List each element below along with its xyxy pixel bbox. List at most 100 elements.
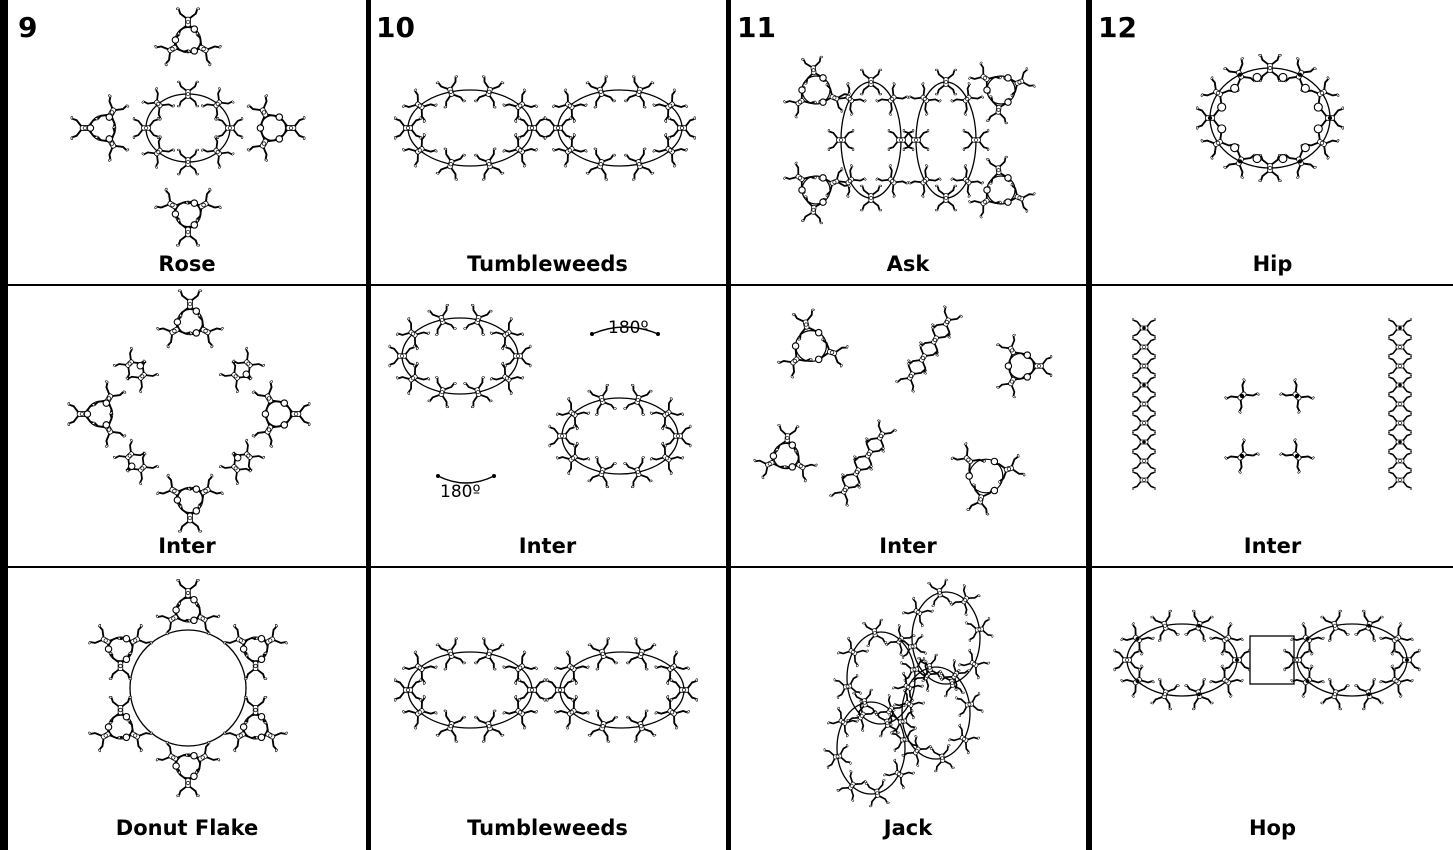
linker-bead bbox=[191, 222, 197, 228]
macrocycle-ring bbox=[1127, 624, 1237, 696]
molecule-unit bbox=[931, 305, 963, 338]
linker-bead bbox=[1314, 103, 1322, 111]
macrocycle-ring bbox=[408, 90, 532, 166]
molecule-unit bbox=[1150, 610, 1179, 642]
molecule-unit bbox=[187, 314, 223, 349]
column-11: 11 Ask Inter Jack bbox=[731, 0, 1085, 850]
linker-bead bbox=[1231, 144, 1239, 152]
molecule-unit bbox=[996, 365, 1028, 398]
linker-bead bbox=[258, 656, 264, 662]
molecule-unit bbox=[860, 185, 882, 211]
molecule-unit bbox=[436, 148, 466, 181]
linker-bead bbox=[106, 136, 112, 142]
molecule-unit bbox=[394, 679, 421, 702]
molecule-unit bbox=[626, 710, 656, 743]
macrocycle-ring bbox=[402, 318, 518, 394]
hop-drawing bbox=[1092, 568, 1453, 850]
linker-bead bbox=[193, 508, 199, 514]
linker-bead bbox=[191, 773, 197, 779]
linker-bead bbox=[281, 422, 287, 428]
molecule-unit bbox=[950, 164, 984, 198]
molecule-unit bbox=[626, 637, 656, 670]
molecule-unit bbox=[588, 456, 617, 488]
molecule-unit bbox=[436, 637, 466, 670]
linker-bead bbox=[106, 114, 112, 120]
molecule-unit bbox=[1320, 610, 1349, 642]
panel-hip: Hip bbox=[1092, 0, 1453, 284]
linker-bead bbox=[172, 37, 178, 43]
jack-drawing bbox=[731, 568, 1085, 850]
panel-label: Jack bbox=[731, 816, 1085, 840]
molecule-unit bbox=[156, 474, 192, 509]
molecule-unit bbox=[1224, 649, 1250, 671]
molecule-unit bbox=[1120, 665, 1154, 698]
molecule-unit bbox=[474, 637, 504, 670]
molecule-unit bbox=[133, 117, 159, 139]
molecule-unit bbox=[1003, 67, 1035, 97]
macrocycle-ring bbox=[847, 632, 915, 724]
molecule-unit bbox=[951, 442, 987, 477]
molecule-unit bbox=[118, 719, 153, 752]
molecule-unit bbox=[389, 345, 415, 367]
linker-bead bbox=[1253, 155, 1261, 163]
linker-bead bbox=[1301, 84, 1309, 92]
molecule-unit bbox=[950, 584, 981, 616]
molecule-unit bbox=[474, 148, 504, 181]
panel-label: Inter bbox=[370, 534, 725, 558]
grid-row-divider bbox=[0, 566, 1453, 568]
panel-label: Rose bbox=[8, 252, 366, 276]
linker-bead bbox=[191, 752, 197, 758]
ask-drawing bbox=[731, 0, 1085, 284]
molecule-unit bbox=[518, 679, 545, 702]
molecule-unit bbox=[396, 362, 430, 395]
linker-bead bbox=[123, 656, 129, 662]
linker-bead bbox=[820, 75, 826, 81]
linker-bead bbox=[281, 400, 287, 406]
molecule-unit bbox=[992, 454, 1025, 484]
molecule-unit bbox=[1224, 438, 1259, 473]
panel-ask: Ask bbox=[731, 0, 1085, 284]
linker-bead bbox=[984, 187, 990, 193]
molecule-unit bbox=[1132, 470, 1156, 490]
molecule-unit bbox=[670, 679, 697, 702]
molecule-unit bbox=[247, 94, 282, 130]
molecule-unit bbox=[1132, 337, 1156, 357]
molecule-unit bbox=[1223, 144, 1256, 179]
molecule-unit bbox=[836, 770, 867, 802]
molecule-unit bbox=[967, 484, 995, 516]
linker-bead bbox=[816, 356, 822, 362]
linker-bead bbox=[191, 26, 197, 32]
molecule-unit bbox=[185, 32, 221, 67]
linker-bead bbox=[820, 175, 826, 181]
linker-bead bbox=[191, 200, 197, 206]
panel-hip-inter: Inter bbox=[1092, 286, 1453, 566]
linker-bead bbox=[174, 497, 180, 503]
linker-bead bbox=[1314, 125, 1322, 133]
molecule-unit bbox=[1284, 649, 1310, 671]
linker-bead bbox=[820, 199, 826, 205]
molecule-unit bbox=[201, 135, 235, 169]
macrocycle-ring bbox=[130, 630, 246, 746]
molecule-unit bbox=[1132, 394, 1156, 414]
panel-ask-inter: Inter bbox=[731, 286, 1085, 566]
ask-inter-drawing bbox=[731, 286, 1085, 566]
linker-bead bbox=[966, 473, 972, 479]
grid-border-left bbox=[0, 0, 8, 850]
panel-label: Inter bbox=[1092, 534, 1453, 558]
molecule-unit bbox=[588, 710, 618, 743]
dimer-pair bbox=[113, 439, 159, 485]
molecule-unit bbox=[1283, 144, 1316, 179]
linker-bead bbox=[105, 724, 111, 730]
molecule-unit bbox=[556, 397, 590, 430]
molecule-unit bbox=[1003, 183, 1035, 213]
molecule-unit bbox=[1209, 622, 1243, 655]
molecule-unit bbox=[827, 707, 859, 738]
linker-bead bbox=[792, 343, 798, 349]
molecule-unit bbox=[865, 779, 890, 807]
rotation-annotation-bottom: 180º bbox=[440, 482, 480, 502]
molecule-unit bbox=[118, 624, 153, 657]
panel-hop: Hop bbox=[1092, 568, 1453, 850]
panel-rose-inter: Inter bbox=[8, 286, 366, 566]
molecule-unit bbox=[88, 719, 123, 752]
